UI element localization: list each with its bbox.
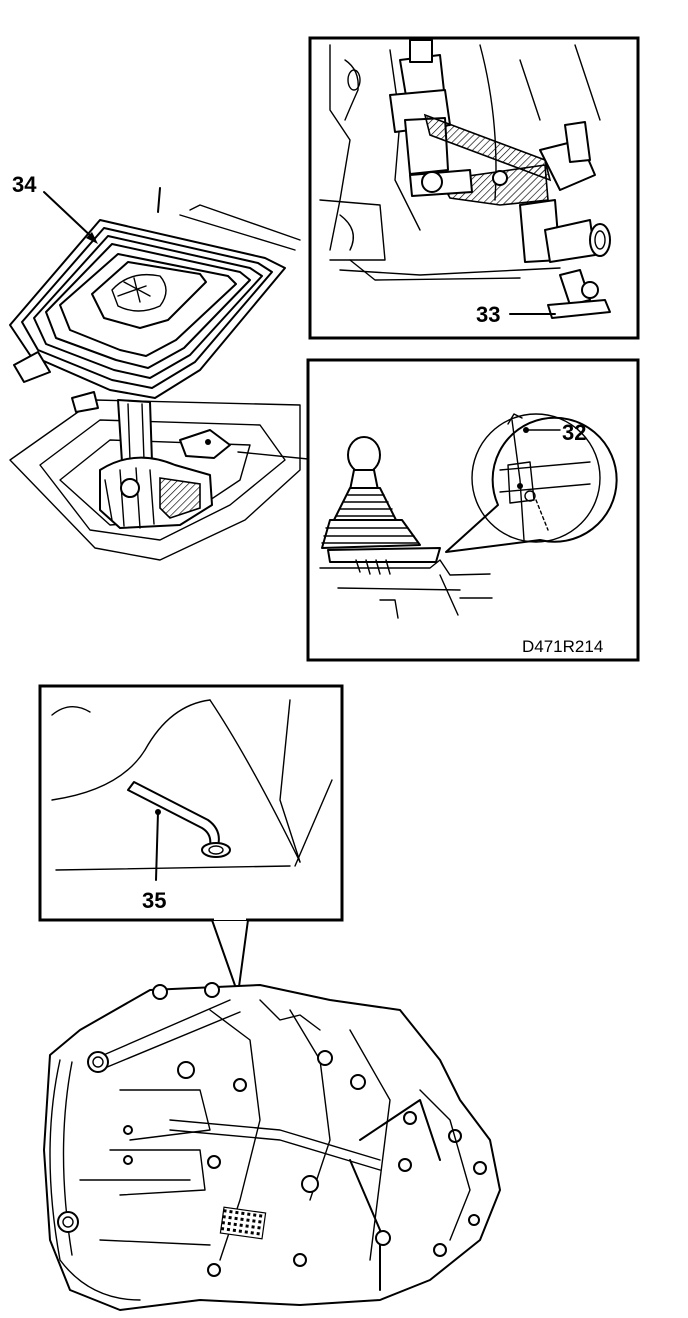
gearbox-housing bbox=[43, 982, 501, 1311]
callout-35: 35 bbox=[142, 809, 166, 913]
inset-pointer bbox=[211, 919, 249, 995]
callout-33: 33 bbox=[476, 302, 556, 327]
svg-text:35: 35 bbox=[142, 888, 166, 913]
svg-text:33: 33 bbox=[476, 302, 500, 327]
inset-shift-linkage bbox=[308, 36, 640, 340]
figure-code: D471R214 bbox=[522, 637, 603, 656]
inset-frame-bottom bbox=[38, 684, 344, 922]
svg-text:32: 32 bbox=[562, 420, 586, 445]
svg-text:34: 34 bbox=[12, 172, 37, 197]
callout-32: 32 bbox=[523, 420, 586, 445]
inset-leader-line bbox=[237, 451, 319, 461]
callout-34: 34 bbox=[12, 172, 98, 244]
inset-gear-lever-clip bbox=[306, 358, 640, 662]
inset-locking-pin bbox=[38, 684, 344, 922]
gear-lever-boot-assembly bbox=[9, 187, 301, 561]
